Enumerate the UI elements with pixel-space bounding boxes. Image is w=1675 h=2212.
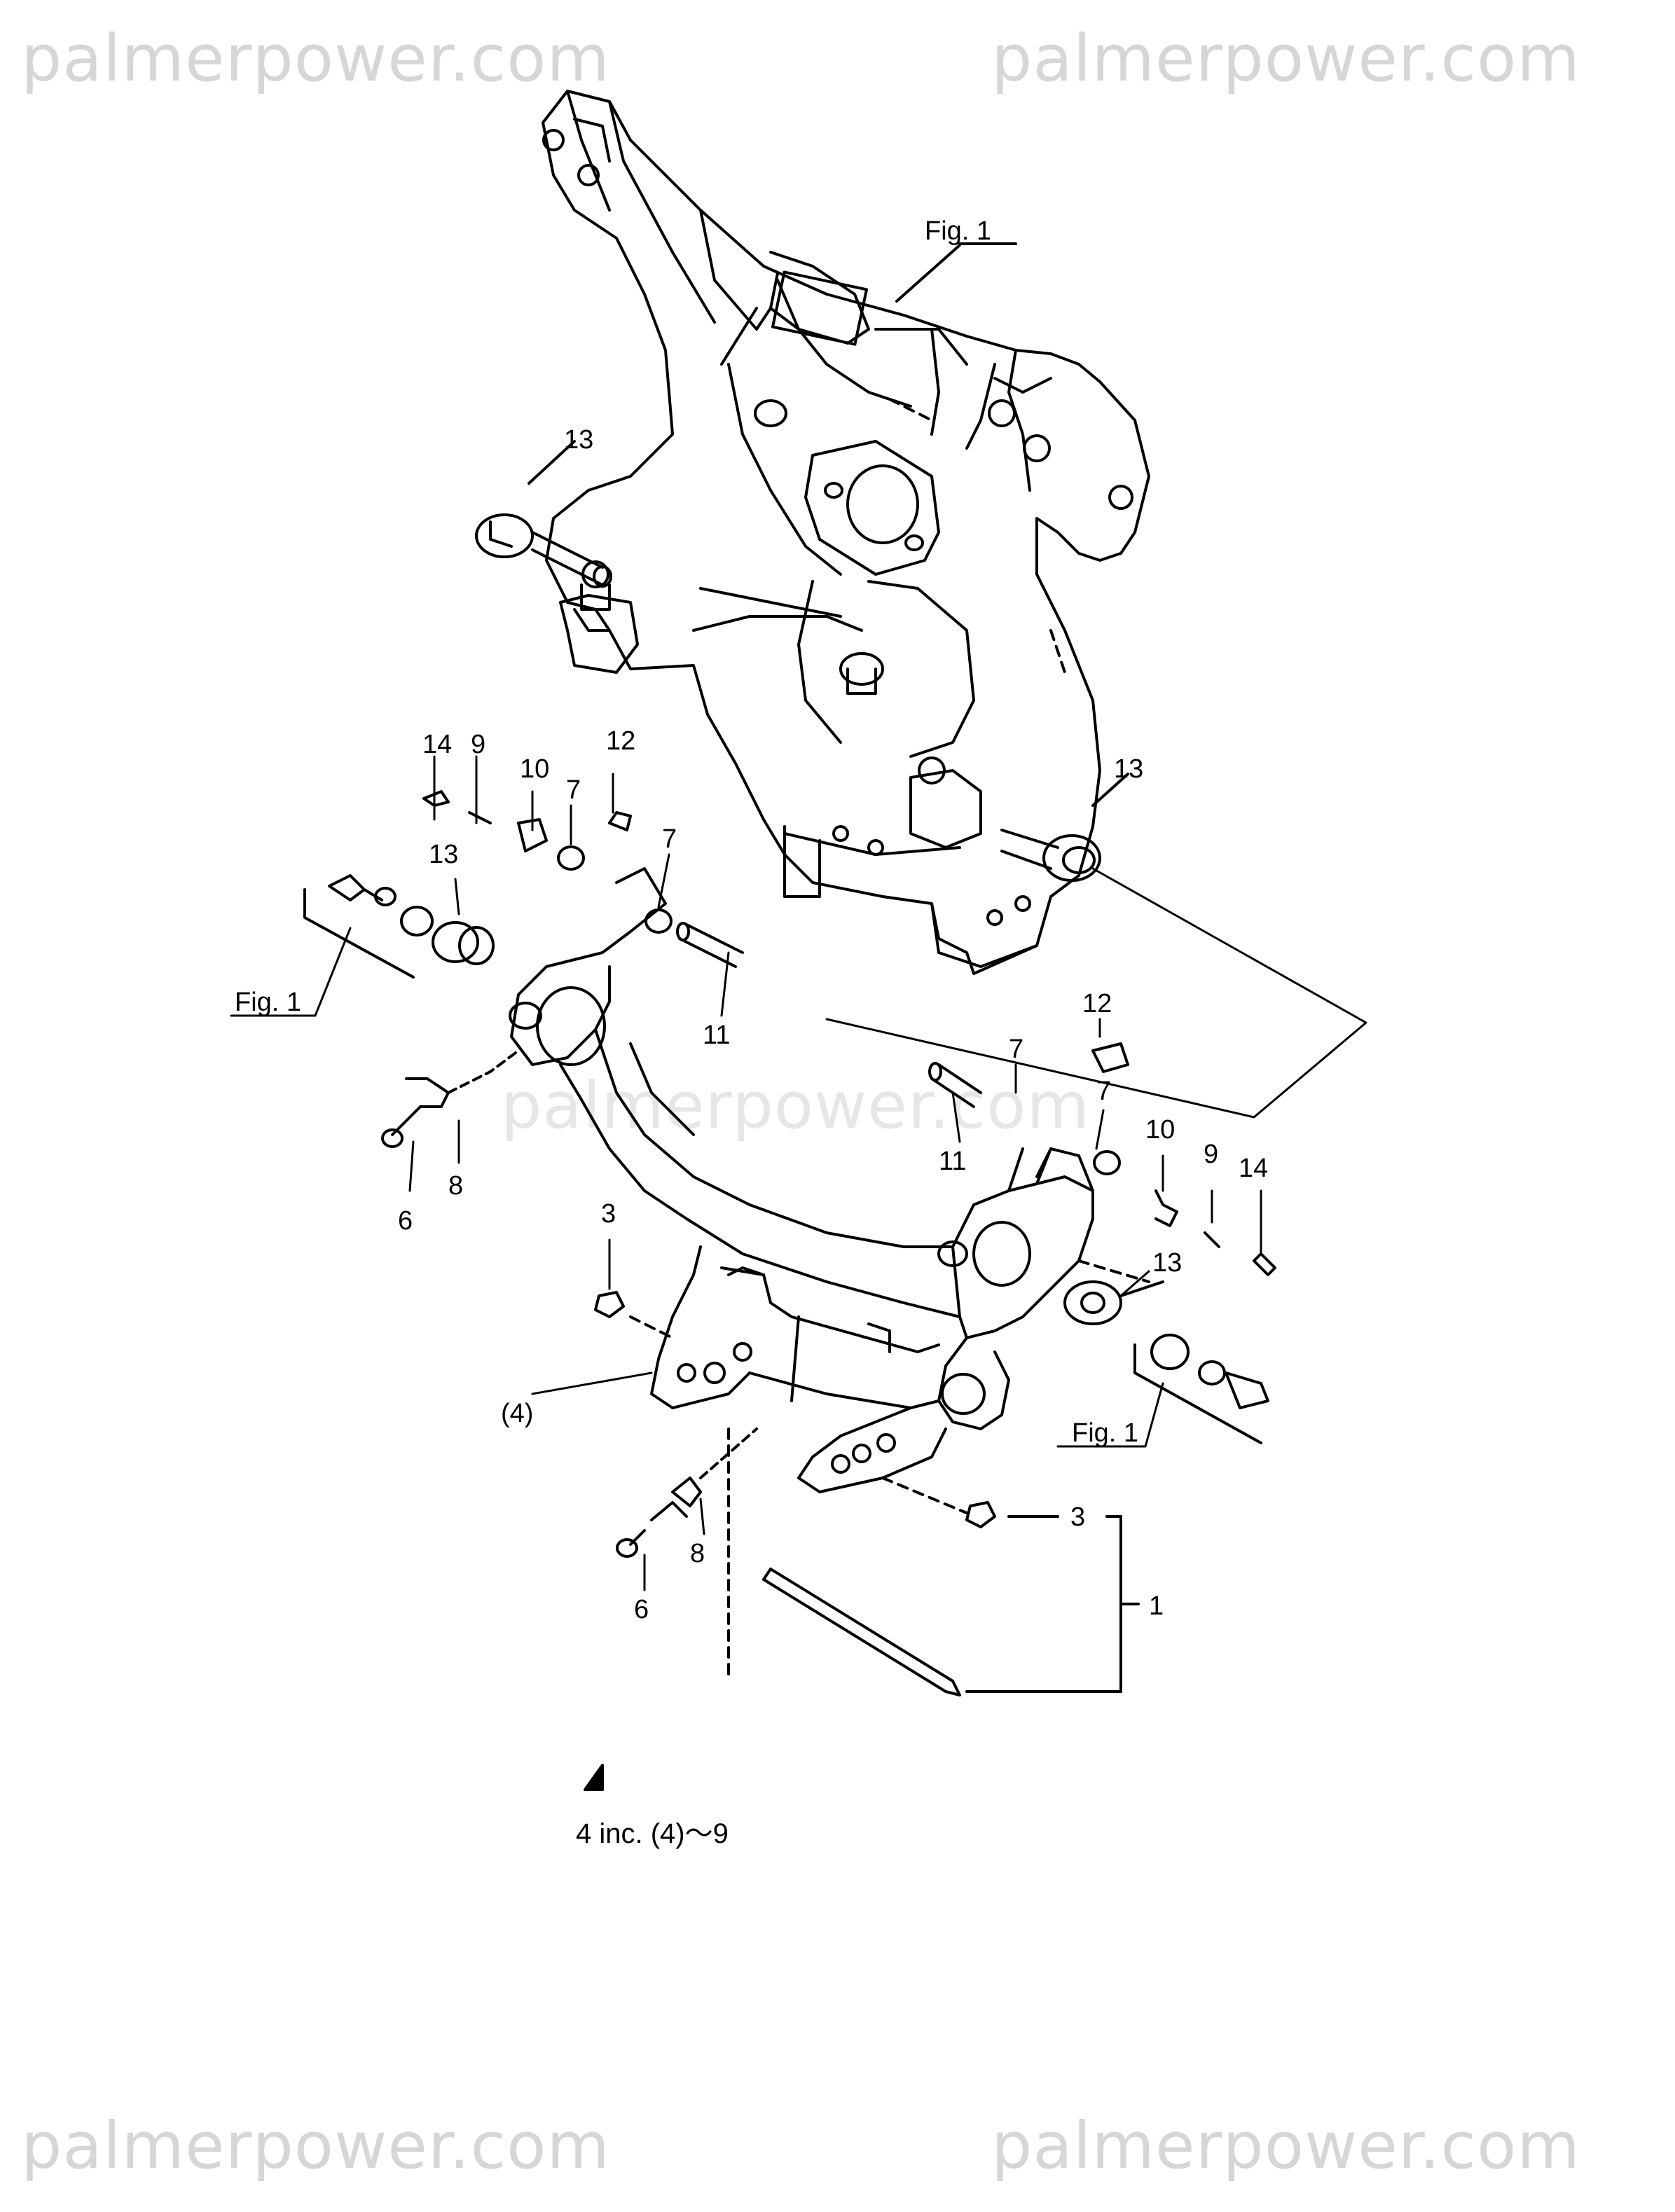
leader-lines [230,755,1262,1591]
assembly-caption: 4 inc. (4)～9 [576,1818,729,1849]
callout-11-left: 11 [703,1021,730,1050]
callout-13-right: 13 [1152,1248,1182,1278]
callout-13-upper-right: 13 [1114,754,1143,784]
watermark-bottom-left: palmerpower.com [21,2108,611,2183]
watermark-top-right: palmerpower.com [991,21,1581,96]
fig-ref-top: Fig. 1 [925,216,991,246]
main-frame-drawing [542,90,1150,975]
fig-ref-right: Fig. 1 [1072,1418,1138,1448]
callout-14-right: 14 [1239,1154,1268,1183]
caption-marker-icon [584,1764,604,1791]
swing-arm-drawing [509,867,1094,1493]
watermark-bottom-right: palmerpower.com [991,2108,1581,2183]
callout-14-left: 14 [422,730,452,759]
callout-7-right-b: 7 [1096,1077,1111,1106]
callout-3-left: 3 [601,1199,616,1229]
callout-6-lower: 6 [634,1595,649,1624]
callout-13-upper-left: 13 [564,425,593,455]
callout-8-left: 8 [448,1171,463,1201]
callout-12-left: 12 [606,726,635,756]
callout-11-right: 11 [939,1147,966,1176]
callout-7-left-a: 7 [566,775,581,805]
pin-11-left [676,922,744,968]
callout-8-lower: 8 [690,1539,705,1568]
small-parts-right [1063,1042,1276,1444]
callout-9-right: 9 [1204,1140,1218,1169]
callout-9-left: 9 [471,730,485,759]
callout-3-right: 3 [1070,1502,1085,1532]
pin-13-upper-left [475,440,612,588]
callout-1: 1 [1149,1591,1164,1621]
fig-ref-left: Fig. 1 [235,988,301,1017]
callout-12-right: 12 [1082,989,1112,1018]
callout-7-right-a: 7 [1009,1035,1023,1064]
callout-7-left-b: 7 [662,824,677,854]
watermark-top-left: palmerpower.com [21,21,611,96]
callout-6-left: 6 [398,1206,413,1236]
callout-10-right: 10 [1145,1115,1175,1145]
callout-10-left: 10 [520,754,549,784]
pin-11-right [928,1062,982,1108]
pin-13-upper-right [825,773,1367,1119]
callout-13-left: 13 [429,840,458,869]
callout-4-bracket: (4) [501,1399,533,1428]
nuts-studs-fittings [594,1291,1140,1696]
